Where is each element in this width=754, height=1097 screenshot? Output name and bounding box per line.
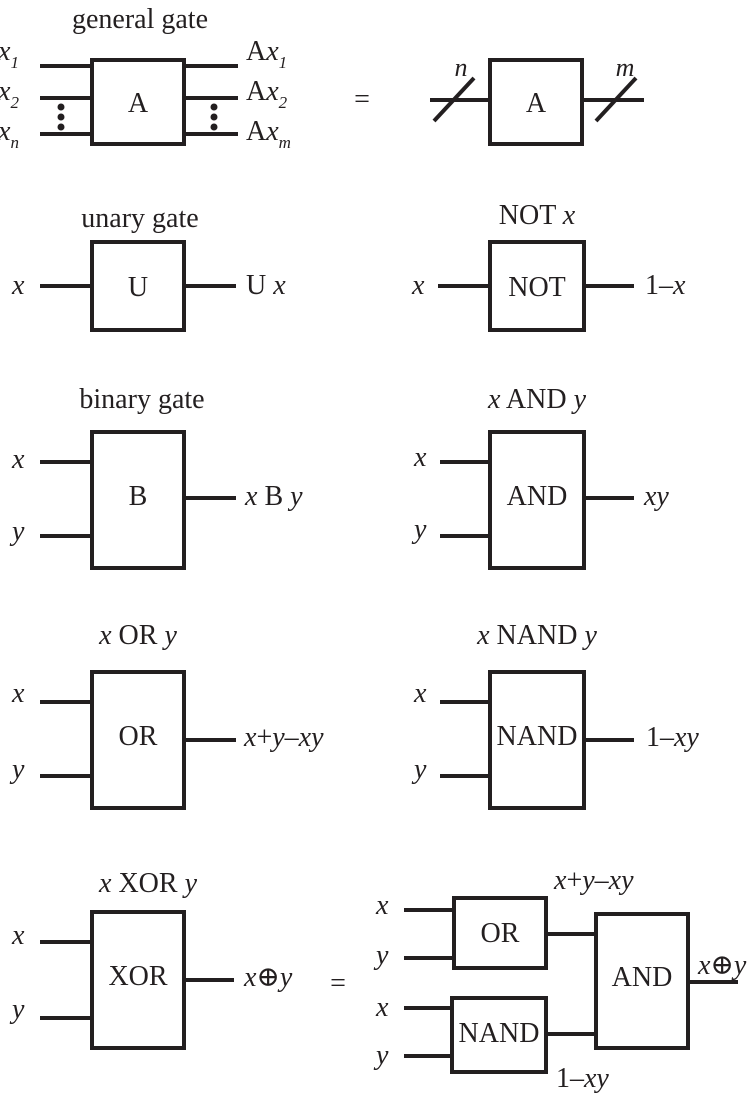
unary-gate-title: unary gate <box>81 203 198 234</box>
bus-output-slash <box>594 76 638 123</box>
nand-output-label: 1–xy <box>646 722 699 753</box>
composite-input-label-y2: y <box>373 1040 389 1071</box>
bus-input-width-label: n <box>455 53 468 82</box>
composite-and-box-label: AND <box>612 962 673 993</box>
unary-output-label: U x <box>246 270 286 301</box>
or-gate-figure: x OR y x y OR x+y–xy <box>9 620 324 810</box>
binary-input-label-y: y <box>9 516 25 547</box>
nand-input-label-y: y <box>411 754 427 785</box>
xor-composite-circuit: x+y–xy x y OR x y NAND AND x⊕y 1–xy <box>373 865 747 1094</box>
nand-gate-box-label: NAND <box>497 721 578 752</box>
nand-input-label-x: x <box>413 678 427 709</box>
composite-input-label-x1: x <box>375 890 389 921</box>
xor-input-label-y: y <box>9 994 25 1025</box>
and-gate-figure: x AND y x y AND xy <box>411 384 669 570</box>
unary-gate-box-label: U <box>128 272 148 303</box>
xor-output-label: x⊕y <box>243 962 293 993</box>
not-gate-title: NOT x <box>499 200 576 231</box>
composite-final-output-label: x⊕y <box>697 950 747 981</box>
xor-input-label-x: x <box>11 920 25 951</box>
bus-input-slash <box>432 76 476 123</box>
general-input-label-1: x1 <box>0 36 19 72</box>
binary-gate-title: binary gate <box>79 384 204 415</box>
general-input-label-2: x2 <box>0 76 19 112</box>
or-input-label-y: y <box>9 754 25 785</box>
binary-input-label-x: x <box>11 444 25 475</box>
not-output-label: 1–x <box>645 270 686 301</box>
general-output-label-1: Ax1 <box>246 36 287 72</box>
composite-nand-output-label: 1–xy <box>556 1063 609 1094</box>
composite-or-output-label: x+y–xy <box>553 865 634 896</box>
or-output-label: x+y–xy <box>243 722 324 753</box>
binary-output-label: x B y <box>244 481 303 512</box>
or-input-label-x: x <box>11 678 25 709</box>
xor-equals-sign: = <box>330 968 346 999</box>
unary-gate-figure: unary gate x U U x <box>11 203 286 332</box>
bus-output-width-label: m <box>616 53 635 82</box>
general-gate-figure: general gate A x1 x2 xn Ax1 Ax2 Axm = A … <box>0 4 644 152</box>
general-input-label-n: xn <box>0 116 19 152</box>
and-gate-box-label: AND <box>507 481 568 512</box>
not-input-label: x <box>411 270 425 301</box>
not-gate-box-label: NOT <box>508 272 566 303</box>
composite-input-label-x2: x <box>375 992 389 1023</box>
or-gate-box-label: OR <box>119 721 158 752</box>
and-gate-title: x AND y <box>487 384 587 415</box>
composite-or-box-label: OR <box>481 918 520 949</box>
general-gate-box-label: A <box>128 88 149 119</box>
nand-gate-title: x NAND y <box>476 620 597 651</box>
general-input-ellipsis <box>57 103 65 131</box>
general-output-ellipsis <box>210 103 218 131</box>
general-gate-title: general gate <box>72 4 208 35</box>
and-output-label: xy <box>643 481 669 512</box>
xor-gate-box-label: XOR <box>108 961 167 992</box>
binary-gate-figure: binary gate x y B x B y <box>9 384 303 570</box>
and-input-label-x: x <box>413 442 427 473</box>
general-equals-sign: = <box>354 84 370 115</box>
general-gate-box <box>90 58 186 146</box>
bus-gate-box-label: A <box>526 88 547 119</box>
general-output-label-m: Axm <box>246 116 291 152</box>
unary-input-label: x <box>11 270 25 301</box>
nand-gate-figure: x NAND y x y NAND 1–xy <box>411 620 699 810</box>
binary-gate-box-label: B <box>129 481 148 512</box>
not-gate-figure: NOT x x NOT 1–x <box>411 200 686 332</box>
composite-input-label-y1: y <box>373 940 389 971</box>
or-gate-title: x OR y <box>98 620 177 651</box>
xor-gate-title: x XOR y <box>98 868 198 899</box>
composite-nand-box-label: NAND <box>459 1018 540 1049</box>
and-input-label-y: y <box>411 514 427 545</box>
general-output-label-2: Ax2 <box>246 76 288 112</box>
xor-gate-figure: x XOR y x y XOR x⊕y = <box>9 868 346 1050</box>
